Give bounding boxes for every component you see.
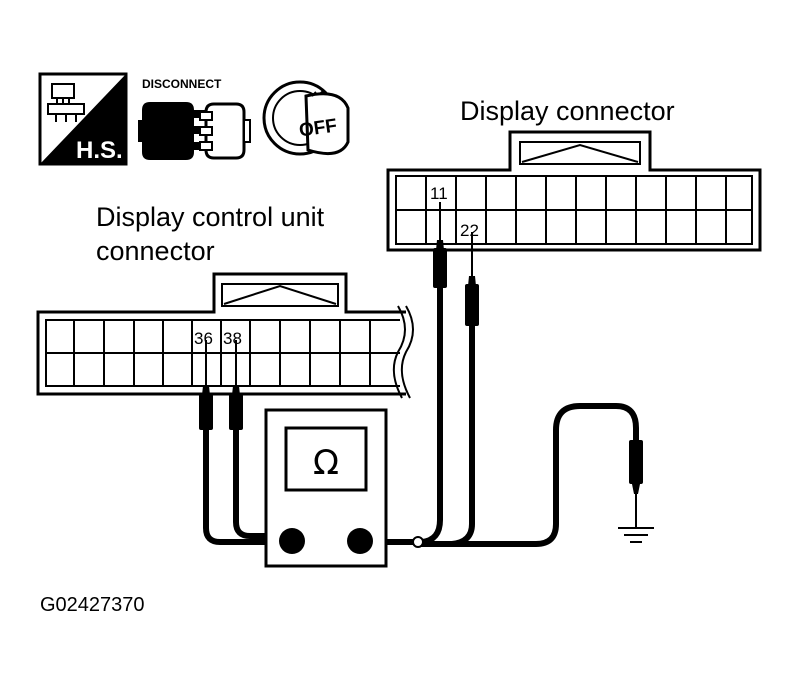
off-label: OFF [298,115,339,141]
lead-pin-11 [419,285,443,545]
disconnect-label: DISCONNECT [142,77,222,91]
lead-pin-36 [203,427,293,545]
display-connector-title: Display connector [460,96,675,126]
probes [199,202,643,520]
lead-pin-22 [415,323,475,547]
display-control-unit-connector: Display control unit connector 36 38 [36,202,414,399]
display-pin-11: 11 [430,184,448,203]
probe-pin-36 [199,340,213,430]
control-unit-title-line2: connector [96,236,215,266]
display-pin-22: 22 [460,221,479,240]
probe-pin-11 [433,202,447,288]
ignition-key-off-icon: OFF [262,80,350,156]
lead-pin-38 [233,427,293,539]
wire-junction [412,536,424,548]
meter-positive-jack [279,528,305,554]
hs-label: H.S. [76,137,123,164]
probe-ground [629,440,643,520]
harness-side-connector-icon: H.S. [38,72,128,166]
test-leads [203,285,639,547]
ohm-symbol-icon: Ω [313,443,339,483]
control-unit-pin-38: 38 [223,329,242,348]
disconnect-connector-icon: DISCONNECT [138,77,251,160]
probe-pin-22 [465,232,479,326]
ohmmeter: Ω [264,408,388,568]
meter-negative-jack [347,528,373,554]
control-unit-pin-36: 36 [194,329,213,348]
lead-ground [415,403,639,547]
figure-id: G02427370 [40,594,145,616]
display-connector: Display connector 11 22 [386,96,762,252]
ground-icon [618,520,654,543]
control-unit-title-line1: Display control unit [96,202,325,232]
probe-pin-38 [229,340,243,430]
